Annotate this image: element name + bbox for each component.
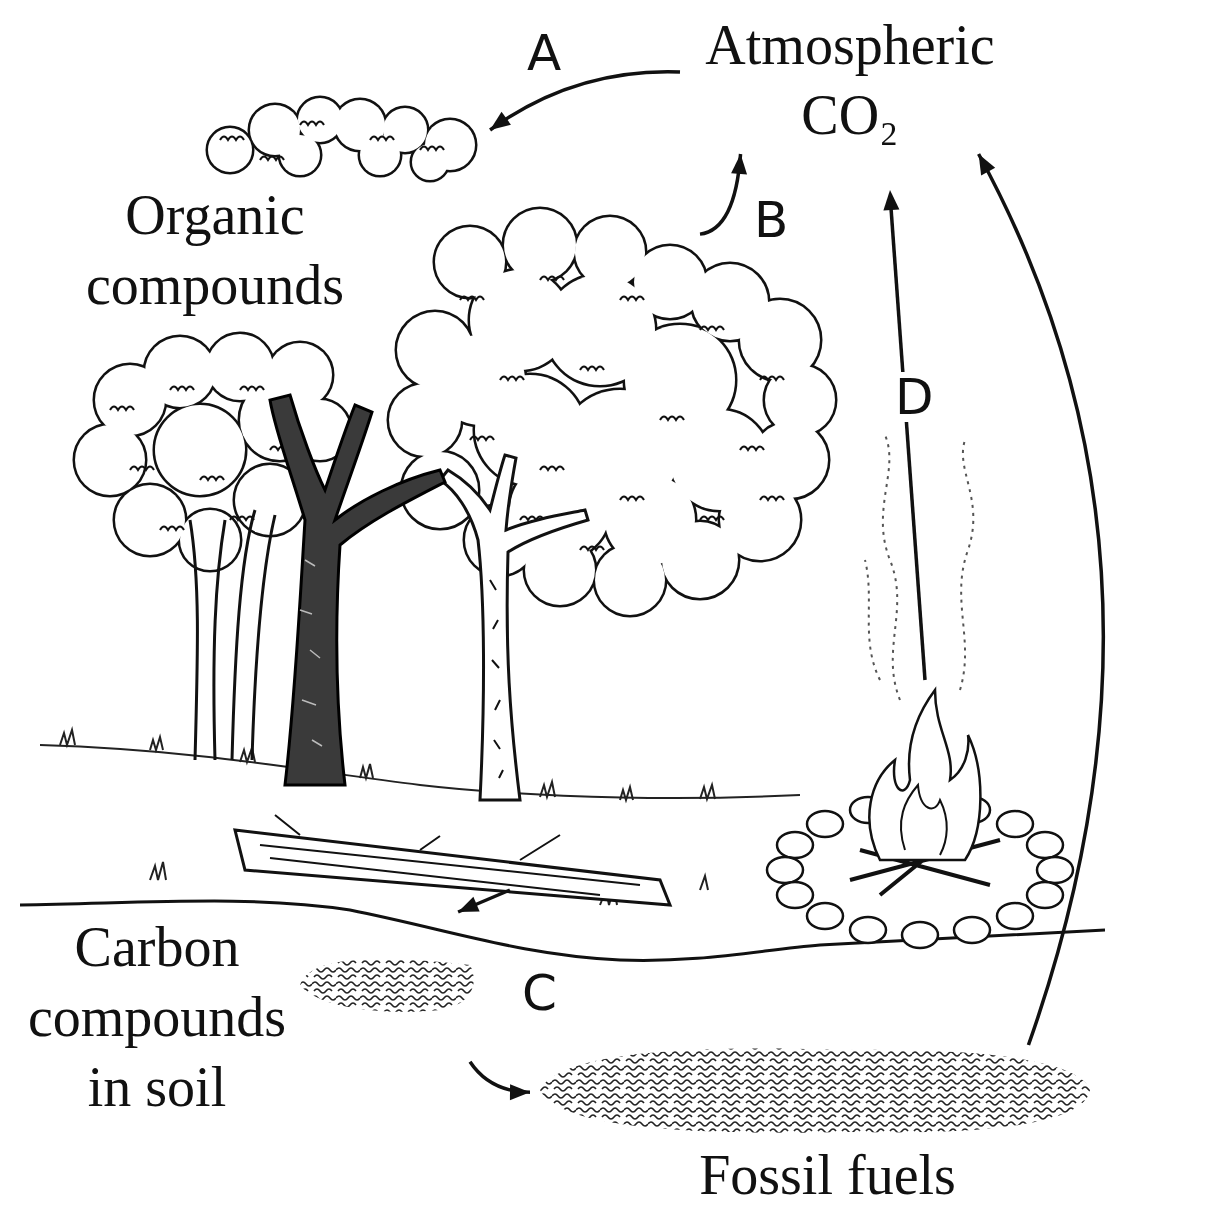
smoke: [865, 435, 973, 700]
arrow-line: [470, 1062, 530, 1093]
log-texture: [260, 815, 640, 895]
reservoir-label: Fossil fuels: [560, 1140, 1095, 1210]
arrowhead: [979, 154, 996, 175]
arrowhead: [883, 190, 899, 211]
grass: [60, 730, 715, 905]
soil-carbon: [300, 959, 474, 1012]
reservoir-label: Atmospheric CO₂: [680, 10, 1020, 150]
bark-texture: [490, 580, 503, 778]
tree-trunk: [190, 510, 275, 760]
cycle-arrow: [979, 154, 1104, 1045]
reservoir-label: Organic compounds: [70, 180, 360, 320]
arrowhead: [510, 1084, 530, 1100]
arrow-line: [490, 72, 680, 130]
fire-stones: [777, 882, 1063, 948]
combustion-arrow: [891, 208, 925, 680]
reservoir-region: Organic compounds: [60, 130, 700, 890]
bark-texture: [300, 560, 322, 746]
arrowhead: [490, 112, 511, 130]
reservoir-region: Fossil fuels: [530, 1045, 1099, 1214]
tree-trunk: [440, 455, 588, 800]
flame-detail: [901, 785, 947, 855]
process-letter: D: [893, 372, 936, 422]
cycle-arrow: [458, 890, 510, 912]
tree-trunk: [270, 395, 445, 785]
cycle-arrow: [470, 1062, 530, 1100]
reservoir-region: Atmospheric CO₂: [680, 10, 1024, 154]
flame: [869, 690, 980, 860]
arrowhead: [458, 897, 480, 912]
land-surface: [40, 745, 800, 798]
arrow-line: [979, 154, 1104, 1045]
reservoir-label: Carbon compounds in soil: [12, 912, 302, 1122]
process-letter: B: [752, 195, 790, 245]
process-letter: C: [520, 968, 559, 1018]
tree-canopy: [75, 98, 835, 615]
fossil-fuel-deposit: [540, 1048, 1090, 1132]
fallen-log: [235, 830, 670, 905]
arrow-line: [700, 154, 741, 234]
cycle-arrow: [490, 72, 680, 130]
cycle-arrow: [700, 154, 747, 234]
process-letter: A: [525, 28, 563, 78]
reservoir-region: Carbon compounds in soil: [12, 912, 470, 1126]
arrowhead: [731, 154, 747, 175]
arrow-line: [458, 890, 510, 912]
